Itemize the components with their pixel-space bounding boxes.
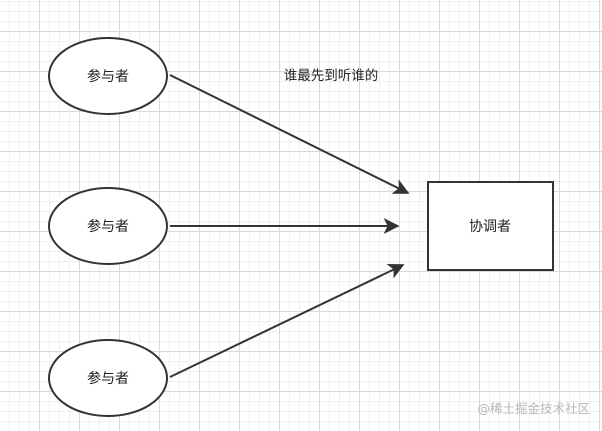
participant-label: 参与者 <box>87 370 129 387</box>
participant-node-1[interactable]: 参与者 <box>48 37 168 115</box>
edge-label: 谁最先到听谁的 <box>284 68 379 84</box>
watermark-text: @稀土掘金技术社区 <box>477 401 590 416</box>
participant-label: 参与者 <box>87 218 129 235</box>
participant-node-3[interactable]: 参与者 <box>48 339 168 417</box>
participant-node-2[interactable]: 参与者 <box>48 187 168 265</box>
participant-label: 参与者 <box>87 68 129 85</box>
coordinator-node[interactable]: 协调者 <box>427 181 554 271</box>
coordinator-label: 协调者 <box>469 219 511 235</box>
edge-participant-3-to-coordinator <box>169 264 405 378</box>
edge-participant-1-to-coordinator <box>169 74 410 194</box>
